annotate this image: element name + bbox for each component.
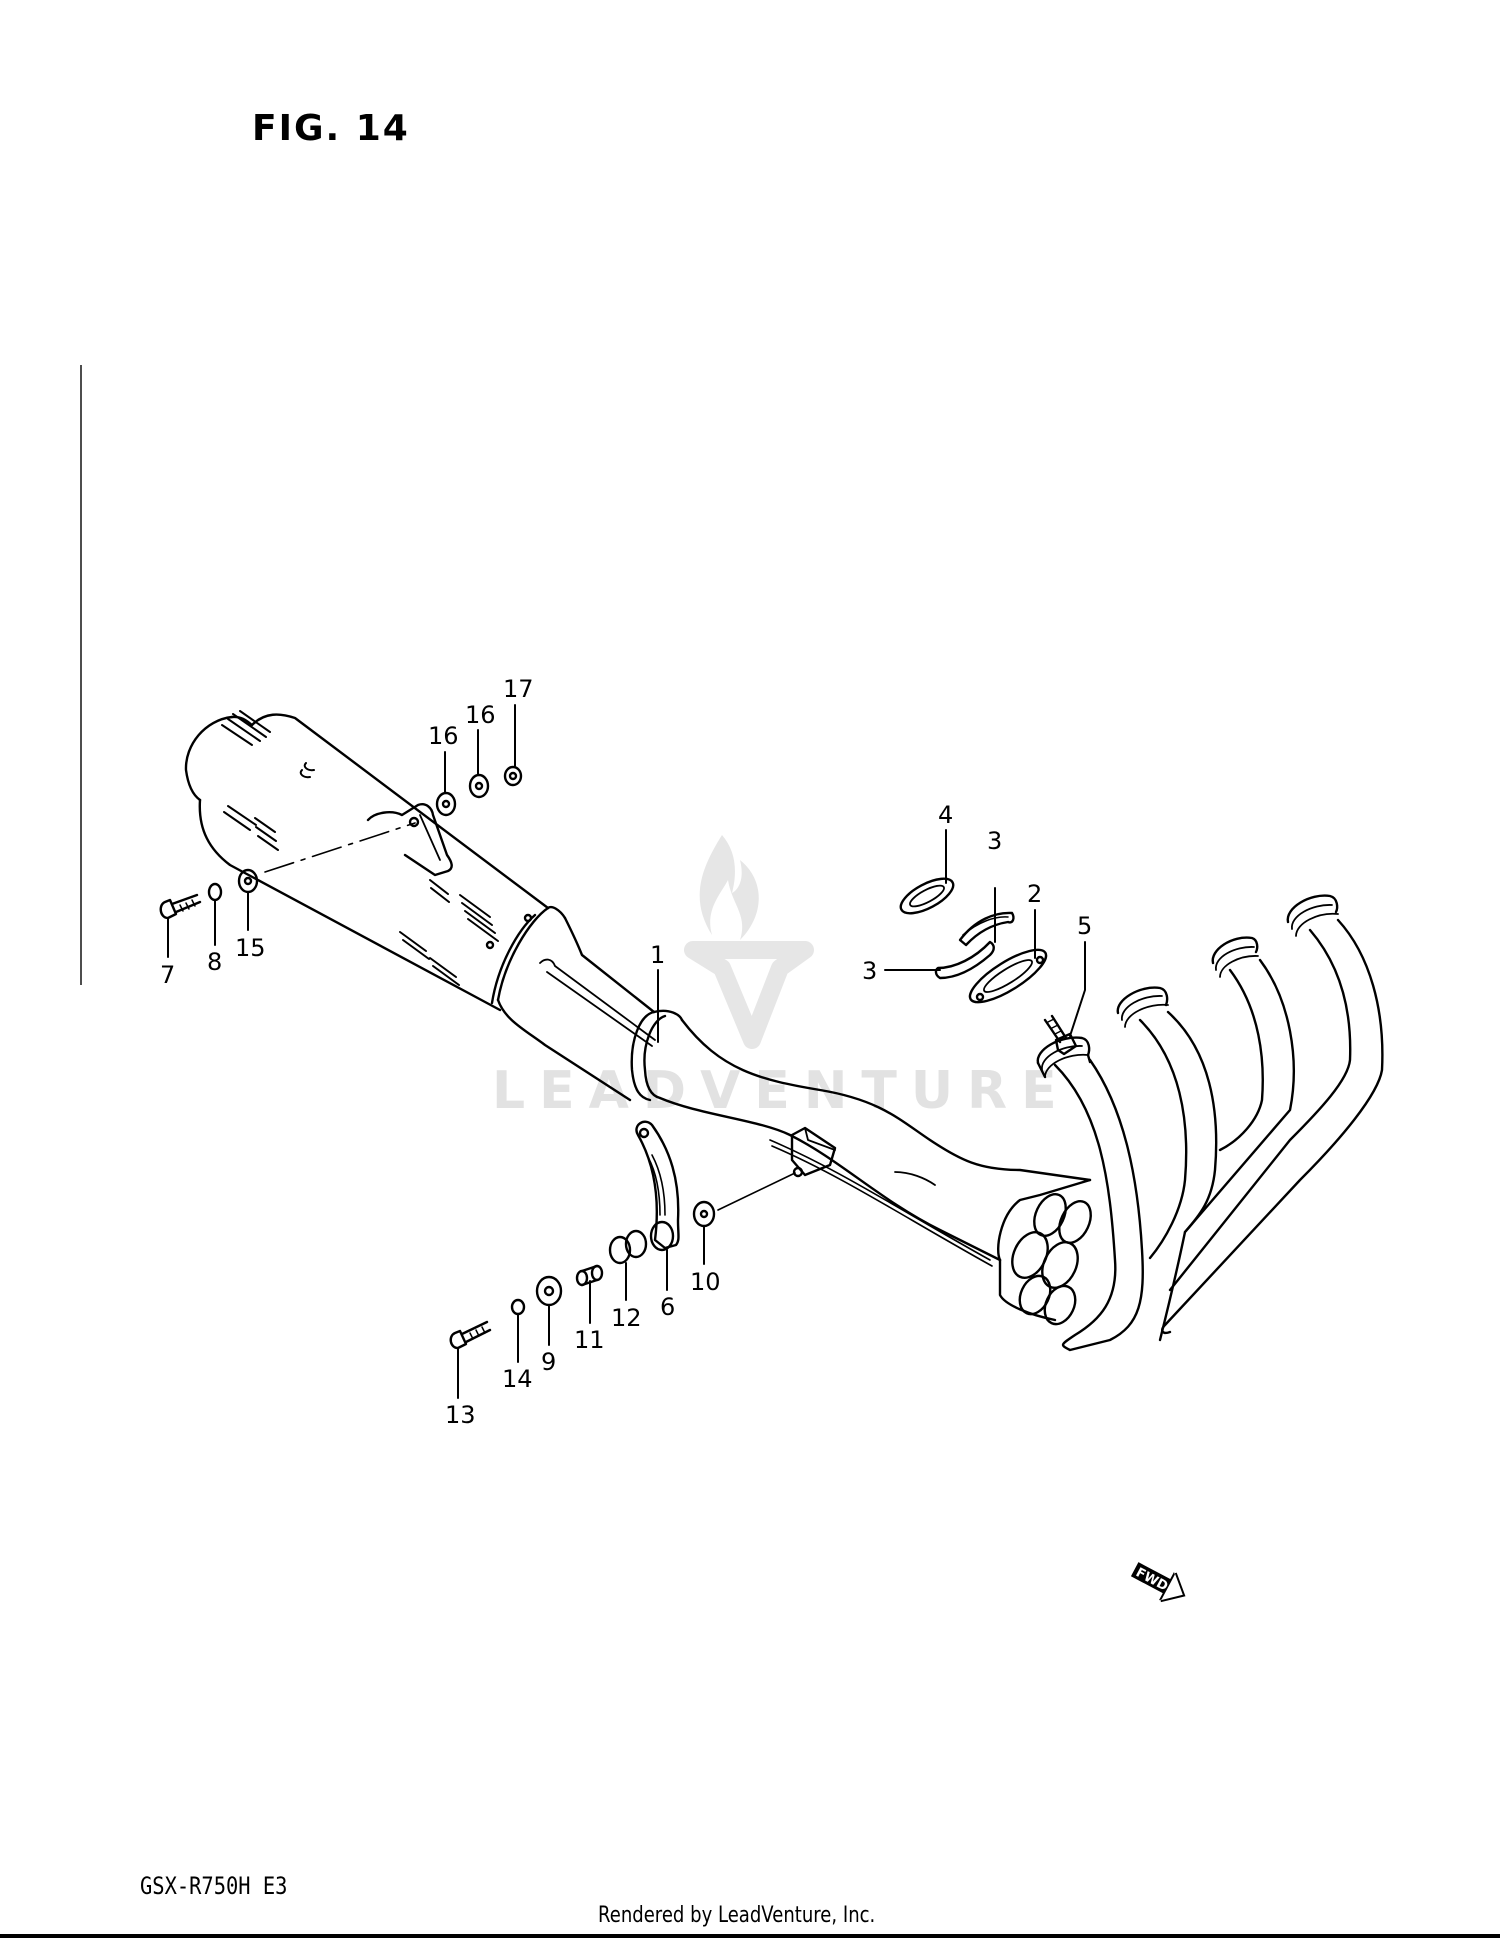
part-12-cushion[interactable]: [608, 1229, 648, 1265]
callout-4[interactable]: 4: [938, 801, 953, 829]
callout-10[interactable]: 10: [690, 1268, 721, 1296]
part-3-joint-lower[interactable]: [934, 940, 995, 980]
part-4-gasket[interactable]: [896, 872, 958, 920]
callout-8[interactable]: 8: [207, 948, 222, 976]
part-1-muffler[interactable]: [184, 710, 1092, 1267]
header-2-flange: [1116, 986, 1169, 1028]
part-16-cushion-b[interactable]: [468, 773, 490, 799]
callout-9[interactable]: 9: [541, 1348, 556, 1376]
exhaust-header-pipes[interactable]: [1036, 894, 1384, 1352]
fwd-arrow-icon: FWD: [1130, 1562, 1186, 1603]
part-2-flange[interactable]: [963, 941, 1052, 1011]
alignment-line-bracket: [717, 1172, 796, 1211]
header-4-flange: [1286, 894, 1339, 937]
watermark-text: LEADVENTURE: [492, 1061, 1071, 1121]
part-14-lockwasher[interactable]: [510, 1298, 526, 1316]
callout-5[interactable]: 5: [1077, 912, 1092, 940]
part-11-spacer[interactable]: [575, 1264, 604, 1287]
part-9-washer[interactable]: [535, 1275, 563, 1307]
forward-direction-badge: FWD: [1128, 1560, 1188, 1615]
part-3-joint-upper[interactable]: [958, 911, 1015, 947]
footer-credit: Rendered by LeadVenture, Inc.: [598, 1903, 876, 1928]
callout-16-b[interactable]: 16: [465, 701, 496, 729]
callout-7[interactable]: 7: [160, 961, 175, 989]
callout-15[interactable]: 15: [235, 934, 266, 962]
part-13-bolt[interactable]: [449, 1320, 492, 1350]
callout-6[interactable]: 6: [660, 1293, 675, 1321]
callout-12[interactable]: 12: [611, 1304, 642, 1332]
header-1-flange: [1036, 1036, 1092, 1079]
callout-16-a[interactable]: 16: [428, 722, 459, 750]
callout-14[interactable]: 14: [502, 1365, 533, 1393]
scan-edge-line: [80, 365, 82, 985]
part-6-bracket[interactable]: [635, 1120, 680, 1252]
callout-17[interactable]: 17: [503, 675, 534, 703]
callout-13[interactable]: 13: [445, 1401, 476, 1429]
figure-title: FIG. 14: [252, 108, 410, 149]
part-10-cushion-washer[interactable]: [692, 1200, 716, 1228]
callout-3-upper[interactable]: 3: [987, 827, 1002, 855]
part-16-cushion-a[interactable]: [435, 791, 457, 817]
part-7-bolt[interactable]: [159, 893, 202, 920]
callout-3-lower[interactable]: 3: [862, 957, 877, 985]
header-3-flange: [1211, 936, 1259, 978]
callout-2[interactable]: 2: [1027, 880, 1042, 908]
collector-box: [997, 1178, 1092, 1326]
part-8-nut[interactable]: [207, 882, 223, 902]
callout-11[interactable]: 11: [574, 1326, 605, 1354]
footer-rule: [0, 1934, 1500, 1938]
part-17-nut[interactable]: [503, 765, 523, 787]
callout-labels: 1 2 3 3 4 5 6 7 8 9 10 11 12 13 14 15 16…: [160, 675, 1092, 1429]
flame-logo-icon: [684, 835, 814, 1049]
part-5-bolt[interactable]: [1043, 1014, 1078, 1056]
callout-1[interactable]: 1: [650, 941, 665, 969]
model-code: GSX-R750H E3: [140, 1872, 288, 1900]
part-15-washer[interactable]: [237, 868, 259, 894]
alignment-line-rear: [264, 822, 416, 873]
leader-lines: [167, 704, 1086, 1399]
